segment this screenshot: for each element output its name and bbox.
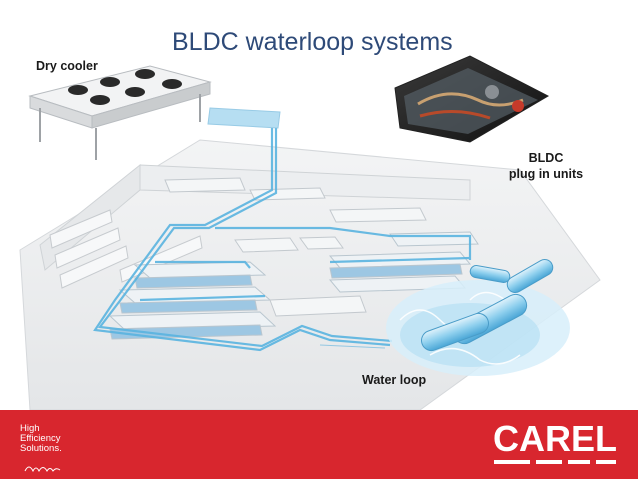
supermarket-illustration (19, 55, 601, 410)
shelving-left (49, 209, 203, 289)
signature-mark-icon (24, 466, 61, 473)
tagline-line-3: Solutions. (20, 443, 62, 454)
bldc-label-line1: BLDC (528, 151, 564, 165)
tagline-line-1: High (20, 423, 40, 434)
slide-title: BLDC waterloop systems (172, 28, 453, 56)
carel-logo-text: CAREL (493, 418, 617, 459)
water-loop-pipes (93, 128, 472, 352)
display-cases (108, 231, 479, 340)
bldc-plug-in-unit (394, 55, 550, 143)
water-loop-leader (319, 344, 386, 349)
dry-cooler-unit (28, 65, 212, 160)
bldc-label-line2: plug in units (508, 167, 584, 181)
footer-bar: High Efficiency Solutions. (0, 410, 638, 479)
dry-cooler-label: Dry cooler (36, 59, 98, 73)
roof-platform (207, 107, 281, 129)
store-left-wall (39, 163, 141, 271)
carel-logo-underline-icon (494, 460, 616, 464)
water-loop-label: Water loop (362, 373, 427, 387)
footer-tagline: High Efficiency Solutions. (20, 424, 62, 454)
tagline-line-2: Efficiency (20, 433, 61, 444)
carel-logo: CAREL (492, 421, 618, 469)
bldc-plug-in-units-label: BLDC plug in units (498, 150, 594, 182)
water-splash-illustration (386, 259, 570, 376)
